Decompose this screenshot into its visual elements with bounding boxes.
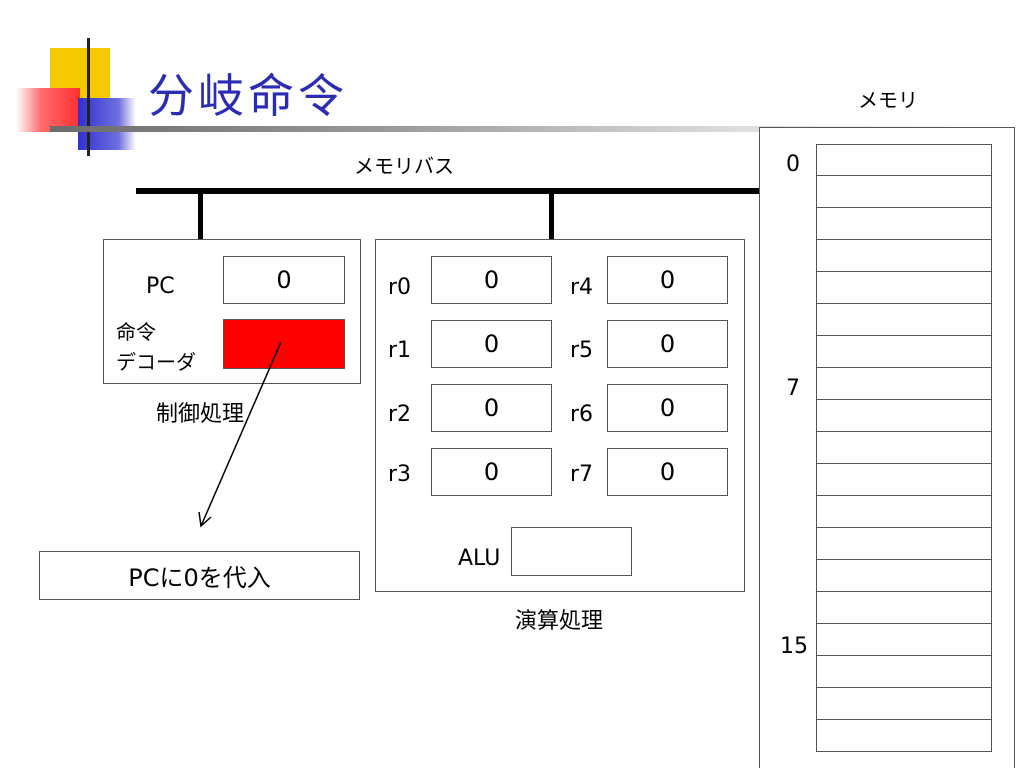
- register-r7-label: r7: [570, 462, 594, 487]
- register-r4-label: r4: [570, 275, 594, 300]
- bus-connector-datapath: [549, 192, 554, 240]
- memory-cell: [816, 624, 992, 656]
- action-box: PCに0を代入: [39, 551, 360, 600]
- register-r5: 0: [607, 320, 728, 368]
- memory-cell: [816, 176, 992, 208]
- alu-label: ALU: [458, 546, 501, 571]
- memory-cell: [816, 304, 992, 336]
- memory-address-0: 0: [786, 152, 800, 177]
- register-r2: 0: [431, 384, 552, 432]
- memory-cell: [816, 240, 992, 272]
- register-r6-label: r6: [570, 402, 594, 427]
- register-r0-label: r0: [388, 275, 412, 300]
- memory-bus-line: [136, 188, 760, 194]
- memory-cell: [816, 432, 992, 464]
- register-r1-label: r1: [388, 338, 412, 363]
- logo-red-square: [16, 88, 80, 132]
- memory-cell: [816, 272, 992, 304]
- memory-cell: [816, 656, 992, 688]
- pc-label: PC: [146, 274, 175, 299]
- memory-cell: [816, 336, 992, 368]
- memory-cell: [816, 560, 992, 592]
- bus-label: メモリバス: [354, 154, 454, 178]
- alu-box: [511, 527, 632, 576]
- memory-cell: [816, 720, 992, 752]
- memory-cell: [816, 592, 992, 624]
- bus-connector-control: [198, 192, 203, 240]
- memory-label: メモリ: [858, 88, 918, 112]
- memory-cell: [816, 208, 992, 240]
- register-r3-label: r3: [388, 462, 412, 487]
- register-r6: 0: [607, 384, 728, 432]
- title-underline: [50, 126, 1024, 132]
- memory-cell: [816, 496, 992, 528]
- control-caption: 制御処理: [156, 402, 245, 427]
- decoder-label-line2: デコーダ: [116, 350, 196, 374]
- register-r7: 0: [607, 448, 728, 496]
- memory-cell: [816, 528, 992, 560]
- memory-cell: [816, 400, 992, 432]
- memory-cell: [816, 368, 992, 400]
- register-r5-label: r5: [570, 338, 594, 363]
- logo-vertical-line: [87, 38, 90, 156]
- register-r1: 0: [431, 320, 552, 368]
- memory-cell: [816, 144, 992, 176]
- register-r0: 0: [431, 256, 552, 304]
- register-r4: 0: [607, 256, 728, 304]
- register-r2-label: r2: [388, 402, 412, 427]
- slide-title: 分岐命令: [148, 69, 348, 123]
- memory-cell: [816, 688, 992, 720]
- memory-address-7: 7: [786, 376, 800, 401]
- decoder-label-line1: 命令: [116, 320, 156, 344]
- datapath-caption: 演算処理: [515, 609, 604, 634]
- pc-register: 0: [223, 256, 345, 304]
- memory-address-15: 15: [780, 634, 808, 659]
- instruction-decoder: [223, 319, 345, 369]
- register-r3: 0: [431, 448, 552, 496]
- memory-cell: [816, 464, 992, 496]
